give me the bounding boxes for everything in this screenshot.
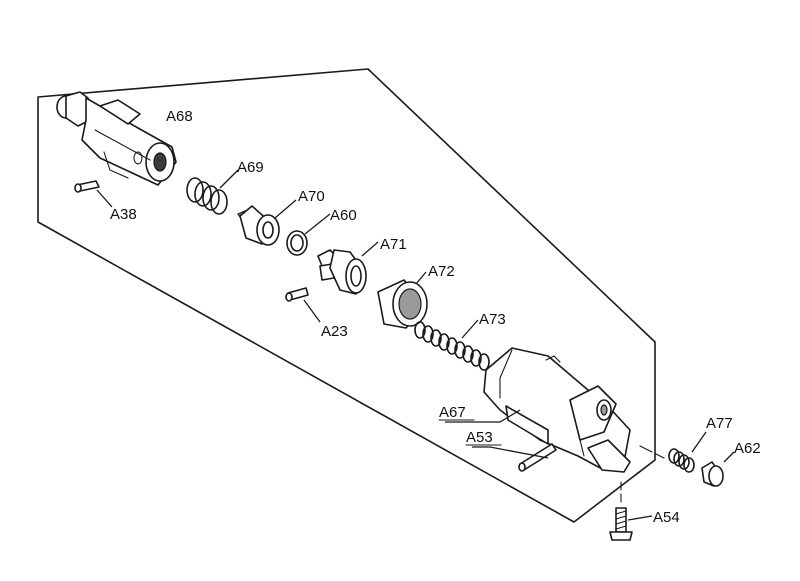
label-a68: A68	[166, 108, 193, 125]
part-a70-valve	[237, 199, 297, 246]
label-a72: A72	[428, 263, 455, 280]
label-a54: A54	[653, 509, 680, 526]
label-a73: A73	[479, 311, 506, 328]
part-a67-housing	[445, 347, 631, 473]
part-labels: A68 A38 A69 A70 A60 A71 A23 A72 A73 A67 …	[110, 108, 761, 526]
label-a38: A38	[110, 206, 137, 223]
part-a73-spring	[414, 319, 490, 371]
part-a38-pin	[74, 180, 113, 208]
part-a69-spring	[186, 169, 239, 215]
label-a69: A69	[237, 159, 264, 176]
label-a60: A60	[330, 207, 357, 224]
label-a62: A62	[734, 440, 761, 457]
frame-box	[37, 68, 656, 523]
label-a23: A23	[321, 323, 348, 340]
label-a70: A70	[298, 188, 325, 205]
part-a23-pin	[285, 287, 321, 323]
part-a71-fitting	[317, 241, 379, 295]
part-a53-long-pin	[472, 443, 557, 472]
part-a72-cup	[377, 271, 428, 329]
part-a60-oring	[286, 213, 331, 256]
part-a54-screw	[609, 481, 653, 541]
label-a53: A53	[466, 429, 493, 446]
label-a67: A67	[439, 404, 466, 421]
part-a62-plug	[701, 451, 735, 487]
part-a77-spring	[639, 431, 707, 473]
label-a77: A77	[706, 415, 733, 432]
part-a68-outer-barrel	[56, 91, 177, 186]
label-a71: A71	[380, 236, 407, 253]
